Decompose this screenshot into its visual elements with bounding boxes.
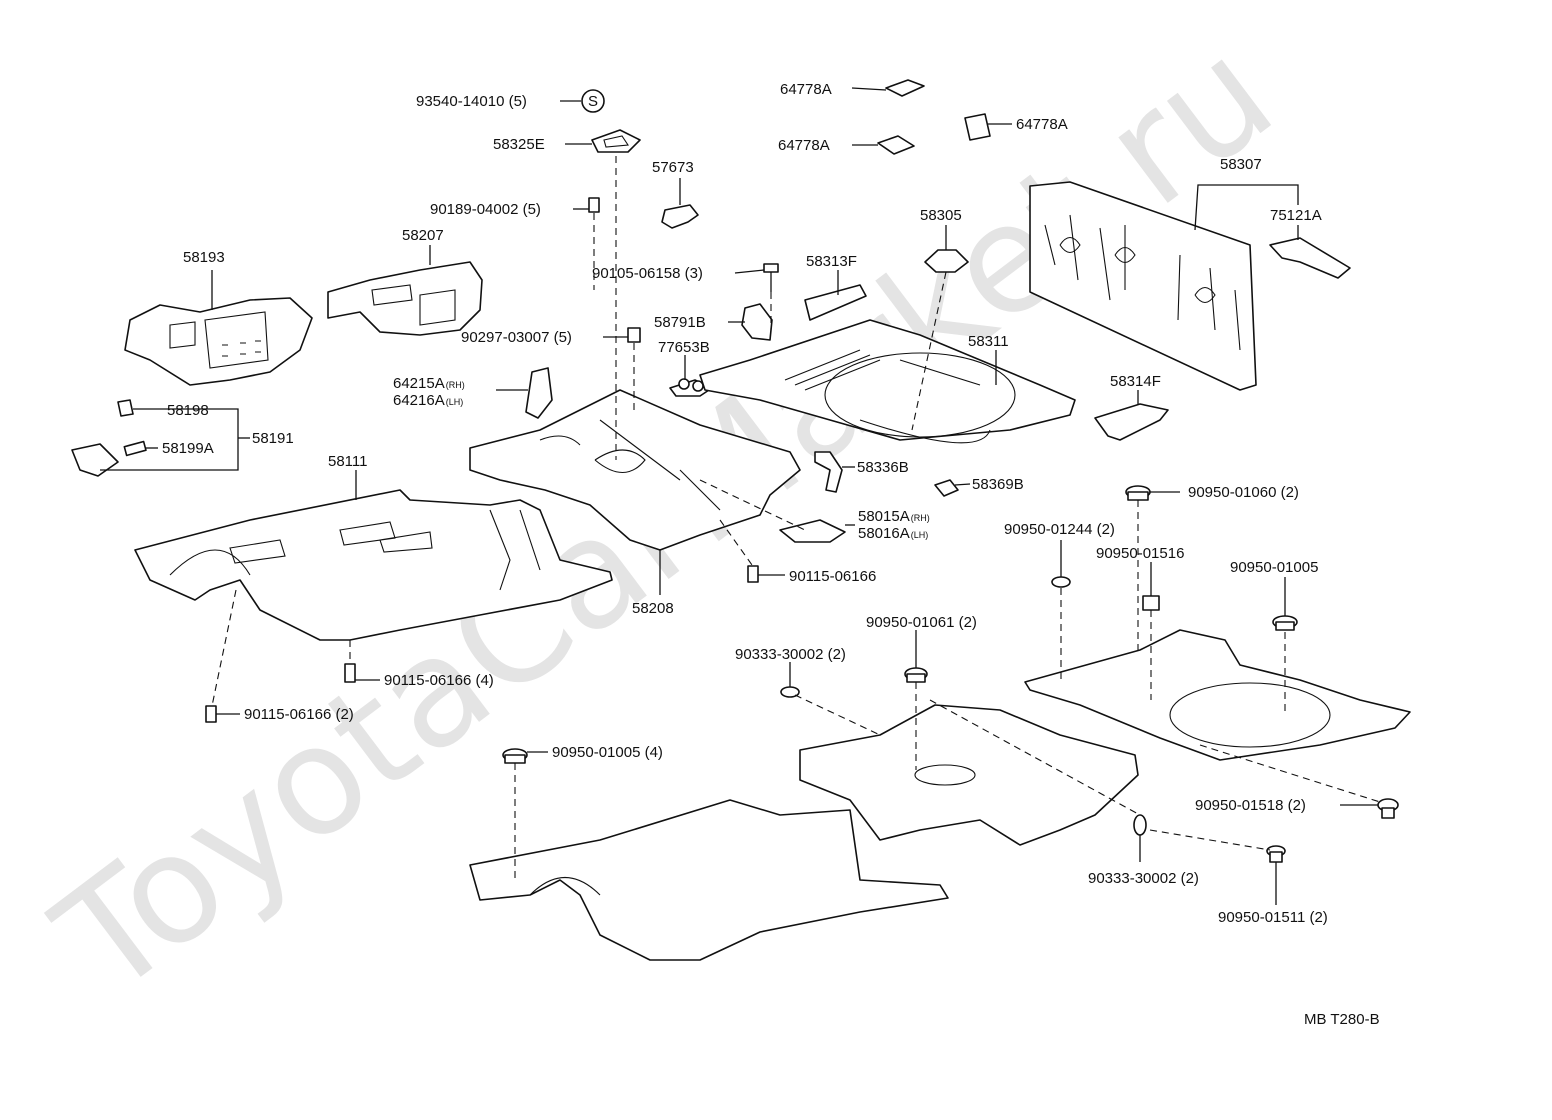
label-90189-04002: 90189-04002 (5): [430, 201, 541, 218]
part-90105-bolt: [763, 263, 779, 292]
fastener-bolt-90189: [588, 197, 600, 213]
part-58791B-shape: [741, 303, 773, 341]
fastener-bolt-90115-06166: [747, 565, 759, 583]
label-58193: 58193: [183, 249, 225, 266]
part-64215A-shape: [525, 367, 553, 419]
fastener-plug-90950-01005-4: [502, 748, 528, 764]
part-90297-clip: [627, 327, 641, 343]
label-90950-01061: 90950-01061 (2): [866, 614, 977, 631]
rear-trunk-mat-shape: [1024, 629, 1411, 761]
label-58307: 58307: [1220, 156, 1262, 173]
label-64778A-2: 64778A: [1016, 116, 1068, 133]
part-58208-shape: [469, 389, 801, 551]
label-90115-06166: 90115-06166: [789, 568, 876, 585]
part-58199A-shape: [71, 440, 147, 477]
part-57673-shape: [661, 204, 699, 229]
dashed-alignment-lines: [211, 156, 1381, 880]
label-90950-01005: 90950-01005: [1230, 559, 1318, 576]
part-58307-shape: [1029, 181, 1257, 391]
part-64778A-pad-3: [877, 135, 915, 155]
label-58305: 58305: [920, 207, 962, 224]
part-58111-shape: [134, 489, 613, 641]
fastener-plug-90950-01061: [904, 667, 928, 683]
part-58207-shape: [327, 261, 483, 336]
label-90297-03007: 90297-03007 (5): [461, 329, 572, 346]
label-90333-30002-a: 90333-30002 (2): [735, 646, 846, 663]
label-58207: 58207: [402, 227, 444, 244]
front-floor-mat-shape: [469, 799, 949, 961]
label-58191: 58191: [252, 430, 294, 447]
part-labels: 93540-14010 (5) S 58325E 90189-04002 (5)…: [162, 81, 1380, 1028]
part-64778A-pad-2: [964, 113, 991, 141]
label-90115-06166-4: 90115-06166 (4): [384, 672, 494, 689]
label-64215A: 64215A(RH): [393, 375, 465, 392]
spare-tire-well-ellipse: [859, 419, 991, 444]
label-90950-01518: 90950-01518 (2): [1195, 797, 1306, 814]
fastener-plug-90950-01244: [1051, 576, 1071, 588]
label-58369B: 58369B: [972, 476, 1024, 493]
label-58016A: 58016A(LH): [858, 525, 928, 542]
label-64778A-3: 64778A: [778, 137, 830, 154]
part-58314F-shape: [1094, 403, 1169, 441]
part-58336B-shape: [814, 451, 843, 493]
fastener-bolt-90115-06166-4: [344, 663, 356, 683]
label-58198: 58198: [167, 402, 209, 419]
label-58325E: 58325E: [493, 136, 545, 153]
label-58111: 58111: [328, 453, 368, 470]
fastener-bolt-90115-06166-2: [205, 705, 217, 723]
part-77653B-shape: [669, 378, 713, 397]
label-90115-06166-2: 90115-06166 (2): [244, 706, 354, 723]
part-58198-shape: [117, 399, 134, 417]
label-77653B: 77653B: [658, 339, 710, 356]
label-58015A: 58015A(RH): [858, 508, 930, 525]
label-90950-01005-4: 90950-01005 (4): [552, 744, 663, 761]
part-75121A-shape: [1269, 237, 1351, 279]
label-58199A: 58199A: [162, 440, 214, 457]
label-90950-01516: 90950-01516: [1096, 545, 1184, 562]
fastener-plug-90950-01516: [1142, 595, 1160, 611]
label-93540-14010: 93540-14010 (5): [416, 93, 527, 110]
label-90105-06158: 90105-06158 (3): [592, 265, 703, 282]
part-58015A-shape: [779, 519, 846, 543]
diagram-code: MB T280-B: [1304, 1011, 1380, 1028]
part-58313F-shape: [804, 284, 867, 321]
label-57673: 57673: [652, 159, 694, 176]
label-58208: 58208: [632, 600, 674, 617]
fastener-plug-90950-01518: [1377, 798, 1399, 819]
label-75121A: 75121A: [1270, 207, 1322, 224]
label-58791B: 58791B: [654, 314, 706, 331]
part-58325E-shape: [591, 129, 641, 153]
label-58313F: 58313F: [806, 253, 857, 270]
rear-floor-mat-shape: [799, 704, 1139, 846]
fastener-plug-90950-01005: [1272, 615, 1298, 631]
part-58369B-shape: [934, 479, 959, 497]
part-58193-shape: [124, 297, 313, 386]
fastener-plug-90950-01060: [1125, 485, 1151, 501]
seal-S-circle: [581, 89, 605, 113]
label-58336B: 58336B: [857, 459, 909, 476]
label-58311: 58311: [968, 333, 1009, 350]
fastener-plug-90950-01511: [1266, 845, 1286, 863]
part-64778A-pad-1: [885, 79, 925, 97]
label-64778A-1: 64778A: [780, 81, 832, 98]
label-90950-01060: 90950-01060 (2): [1188, 484, 1299, 501]
label-90950-01244: 90950-01244 (2): [1004, 521, 1115, 538]
label-90950-01511: 90950-01511 (2): [1218, 909, 1328, 926]
label-90333-30002-b: 90333-30002 (2): [1088, 870, 1199, 887]
label-58314F: 58314F: [1110, 373, 1161, 390]
label-64216A: 64216A(LH): [393, 392, 463, 409]
fastener-plug-90333-b: [1133, 814, 1147, 836]
part-58305-shape: [924, 249, 969, 273]
label-seal-S: S: [588, 93, 598, 110]
